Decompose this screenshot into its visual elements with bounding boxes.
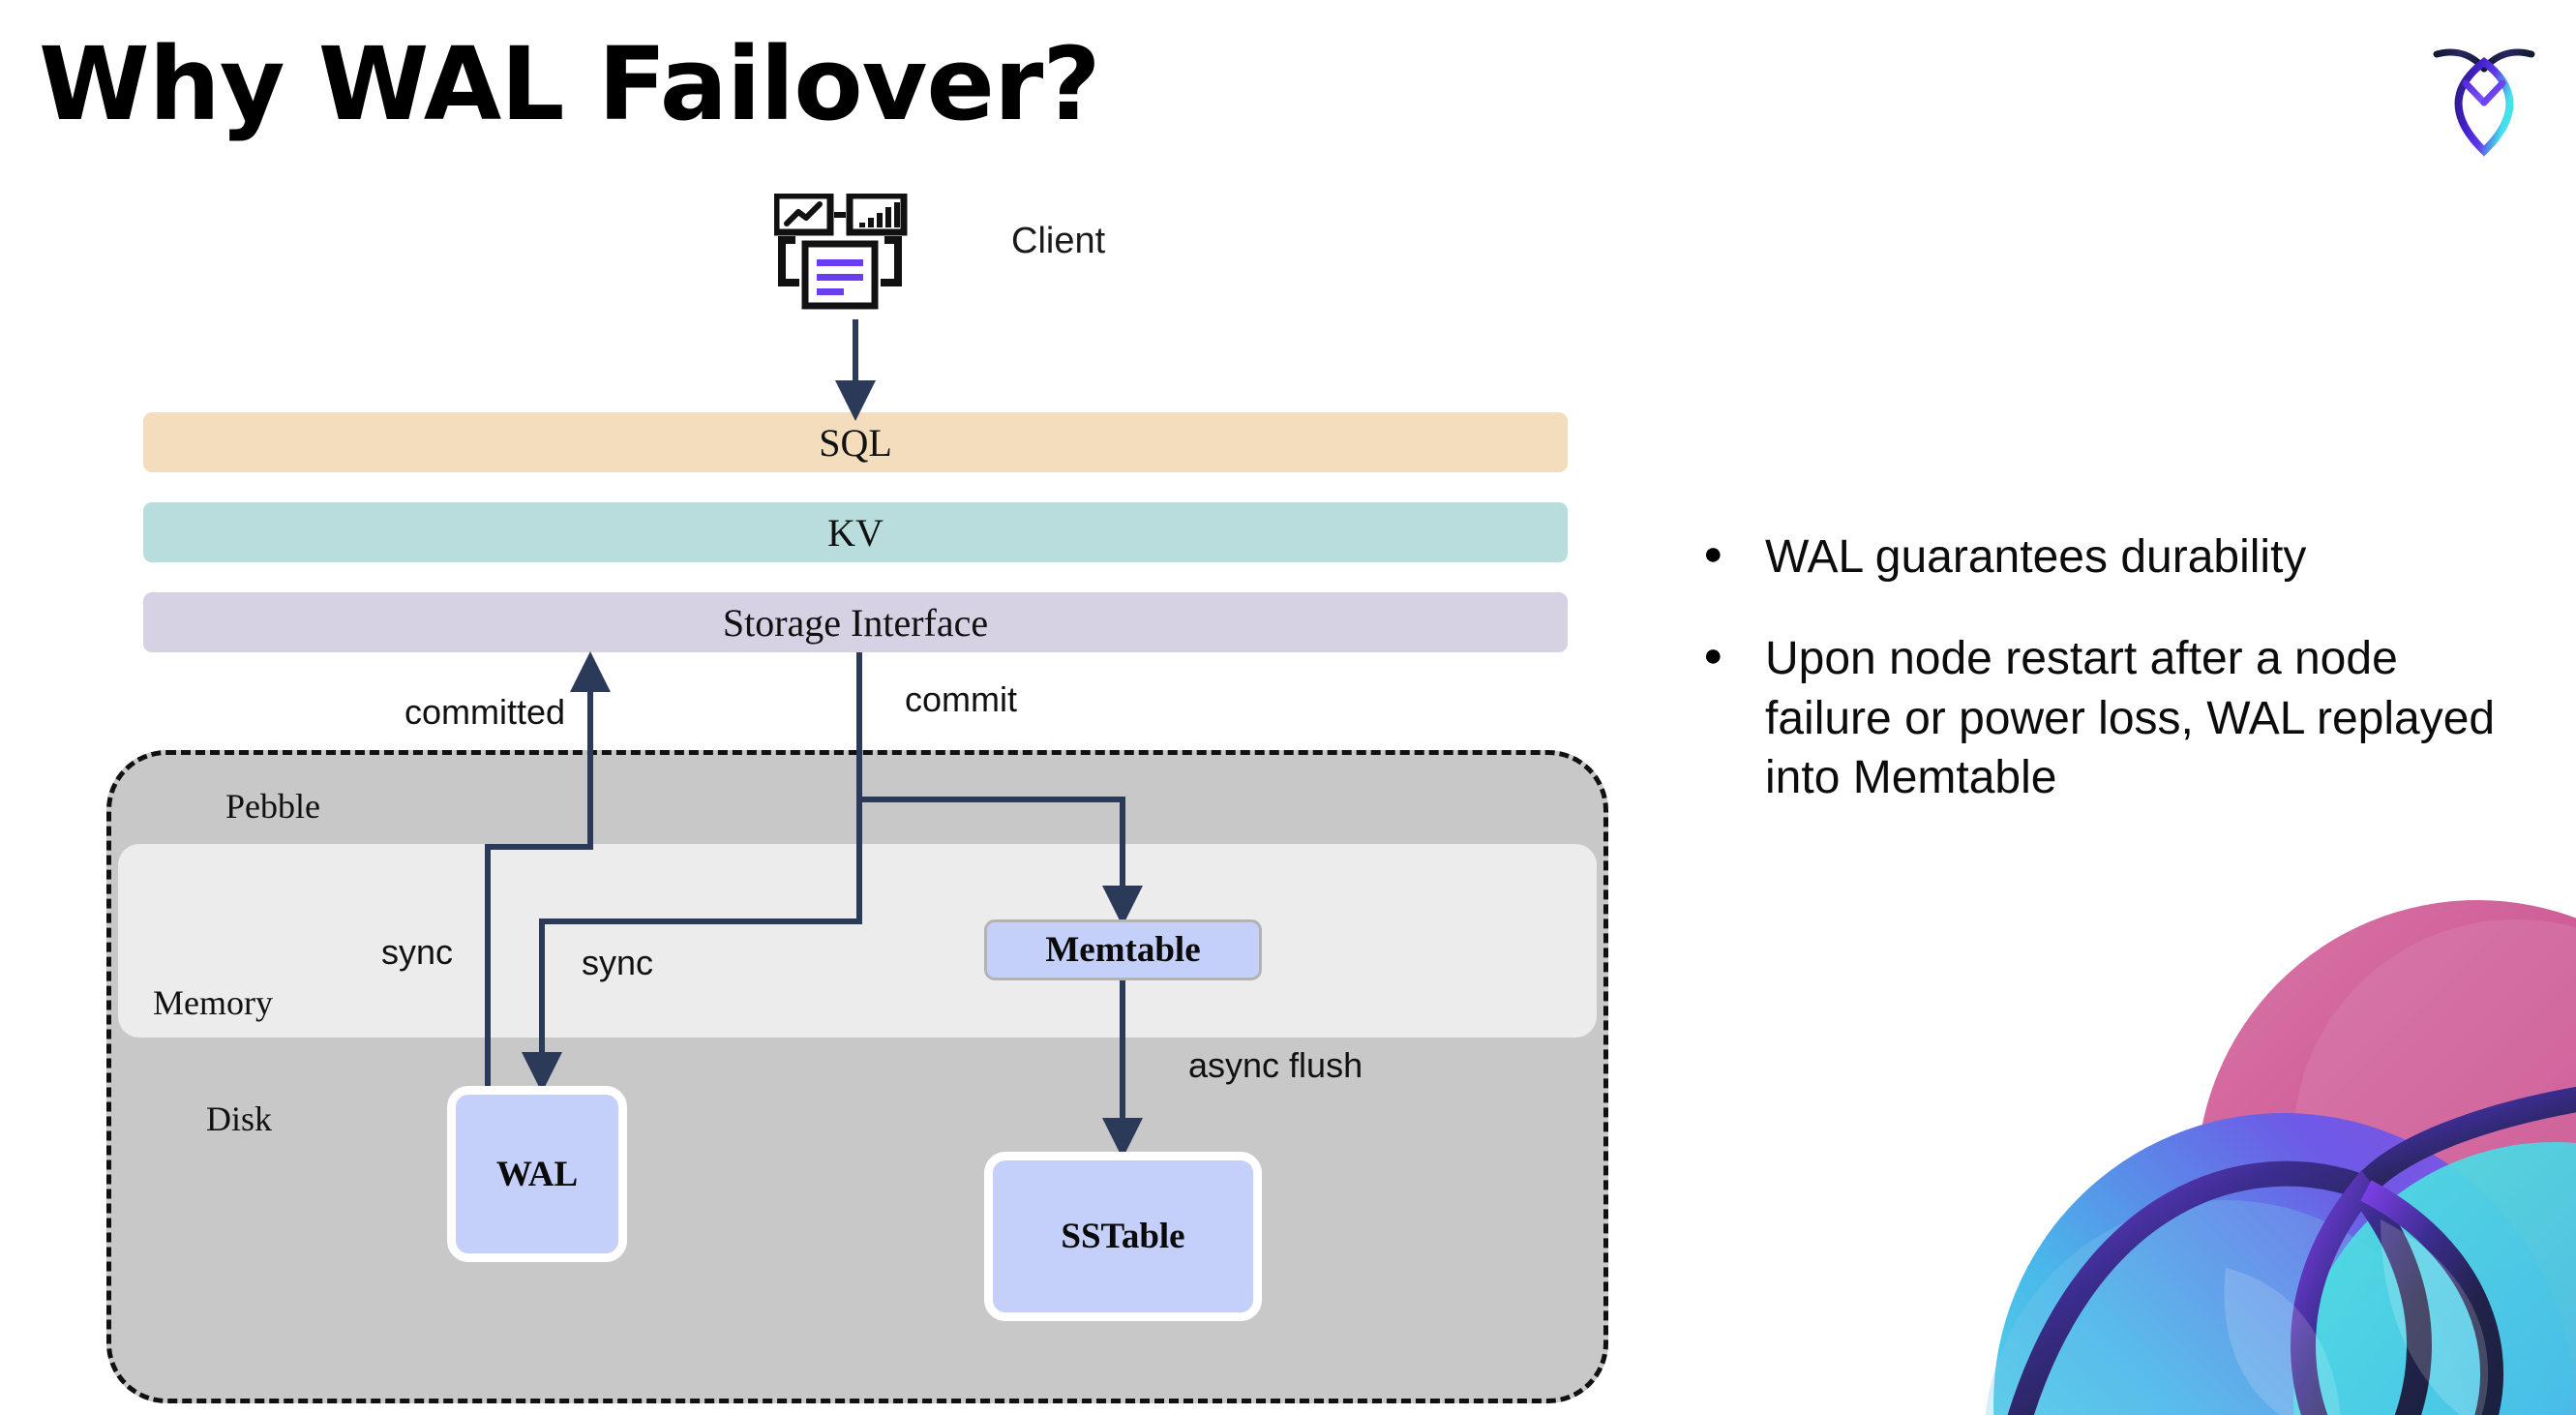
memory-label: Memory (153, 983, 273, 1022)
bullet-text: WAL guarantees durability (1765, 531, 2307, 583)
page-title: Why WAL Failover? (39, 25, 1101, 143)
bullet-dot-icon: ● (1703, 535, 1723, 572)
client-icon (774, 194, 908, 310)
edge-label-sync-left: sync (381, 932, 454, 972)
node-label-wal: WAL (495, 1154, 579, 1194)
node-memtable: Memtable (984, 919, 1262, 980)
layer-bar-sql: SQL (143, 412, 1568, 472)
node-label-sstable: SSTable (1061, 1217, 1185, 1256)
edge-label-sync-right: sync (582, 943, 654, 982)
layer-label-storage: Storage Interface (722, 600, 989, 645)
decorative-corner-artwork (1985, 900, 2576, 1415)
edge-label-commit: commit (905, 679, 1017, 719)
bullet-dot-icon: ● (1703, 637, 1723, 675)
edge-label-async-flush: async flush (1188, 1045, 1363, 1085)
disk-label: Disk (206, 1099, 273, 1138)
list-item: ● Upon node restart after a node failure… (1703, 629, 2506, 807)
bullet-list: ● WAL guarantees durability ● Upon node … (1703, 527, 2506, 851)
pebble-label: Pebble (225, 787, 320, 826)
cockroachdb-logo-icon (2433, 48, 2535, 157)
list-item: ● WAL guarantees durability (1703, 527, 2506, 587)
layer-bar-storage: Storage Interface (143, 592, 1568, 652)
layer-bar-kv: KV (143, 502, 1568, 562)
node-sstable: SSTable (984, 1152, 1262, 1321)
bullet-text: Upon node restart after a node failure o… (1765, 633, 2496, 804)
node-label-memtable: Memtable (1045, 930, 1201, 970)
client-label: Client (1011, 221, 1106, 261)
node-wal: WAL (447, 1086, 627, 1262)
memory-zone (118, 844, 1597, 1038)
layer-label-kv: KV (827, 510, 884, 555)
edge-label-committed: committed (404, 692, 566, 732)
layer-label-sql: SQL (819, 420, 892, 465)
